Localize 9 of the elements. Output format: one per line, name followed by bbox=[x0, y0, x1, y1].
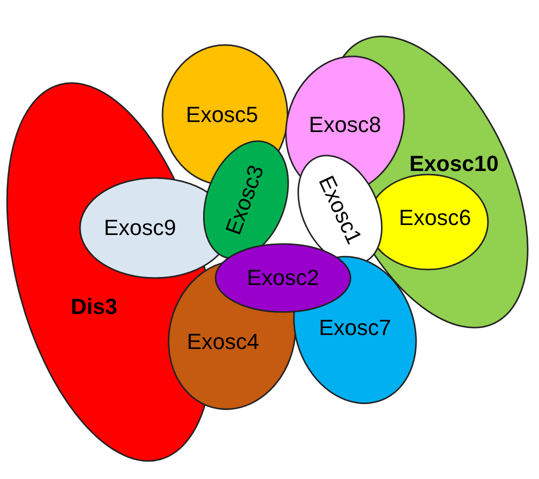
protein-label: Exosc10 bbox=[409, 151, 499, 177]
protein-label: Dis3 bbox=[70, 294, 118, 320]
protein-label: Exosc9 bbox=[104, 215, 176, 241]
protein-label: Exosc5 bbox=[186, 102, 258, 128]
protein-label: Exosc7 bbox=[318, 315, 392, 341]
protein-label: Exosc6 bbox=[398, 205, 472, 231]
protein-label: Exosc4 bbox=[186, 329, 260, 355]
protein-label: Exosc2 bbox=[246, 265, 320, 291]
protein-label: Exosc8 bbox=[308, 112, 382, 138]
